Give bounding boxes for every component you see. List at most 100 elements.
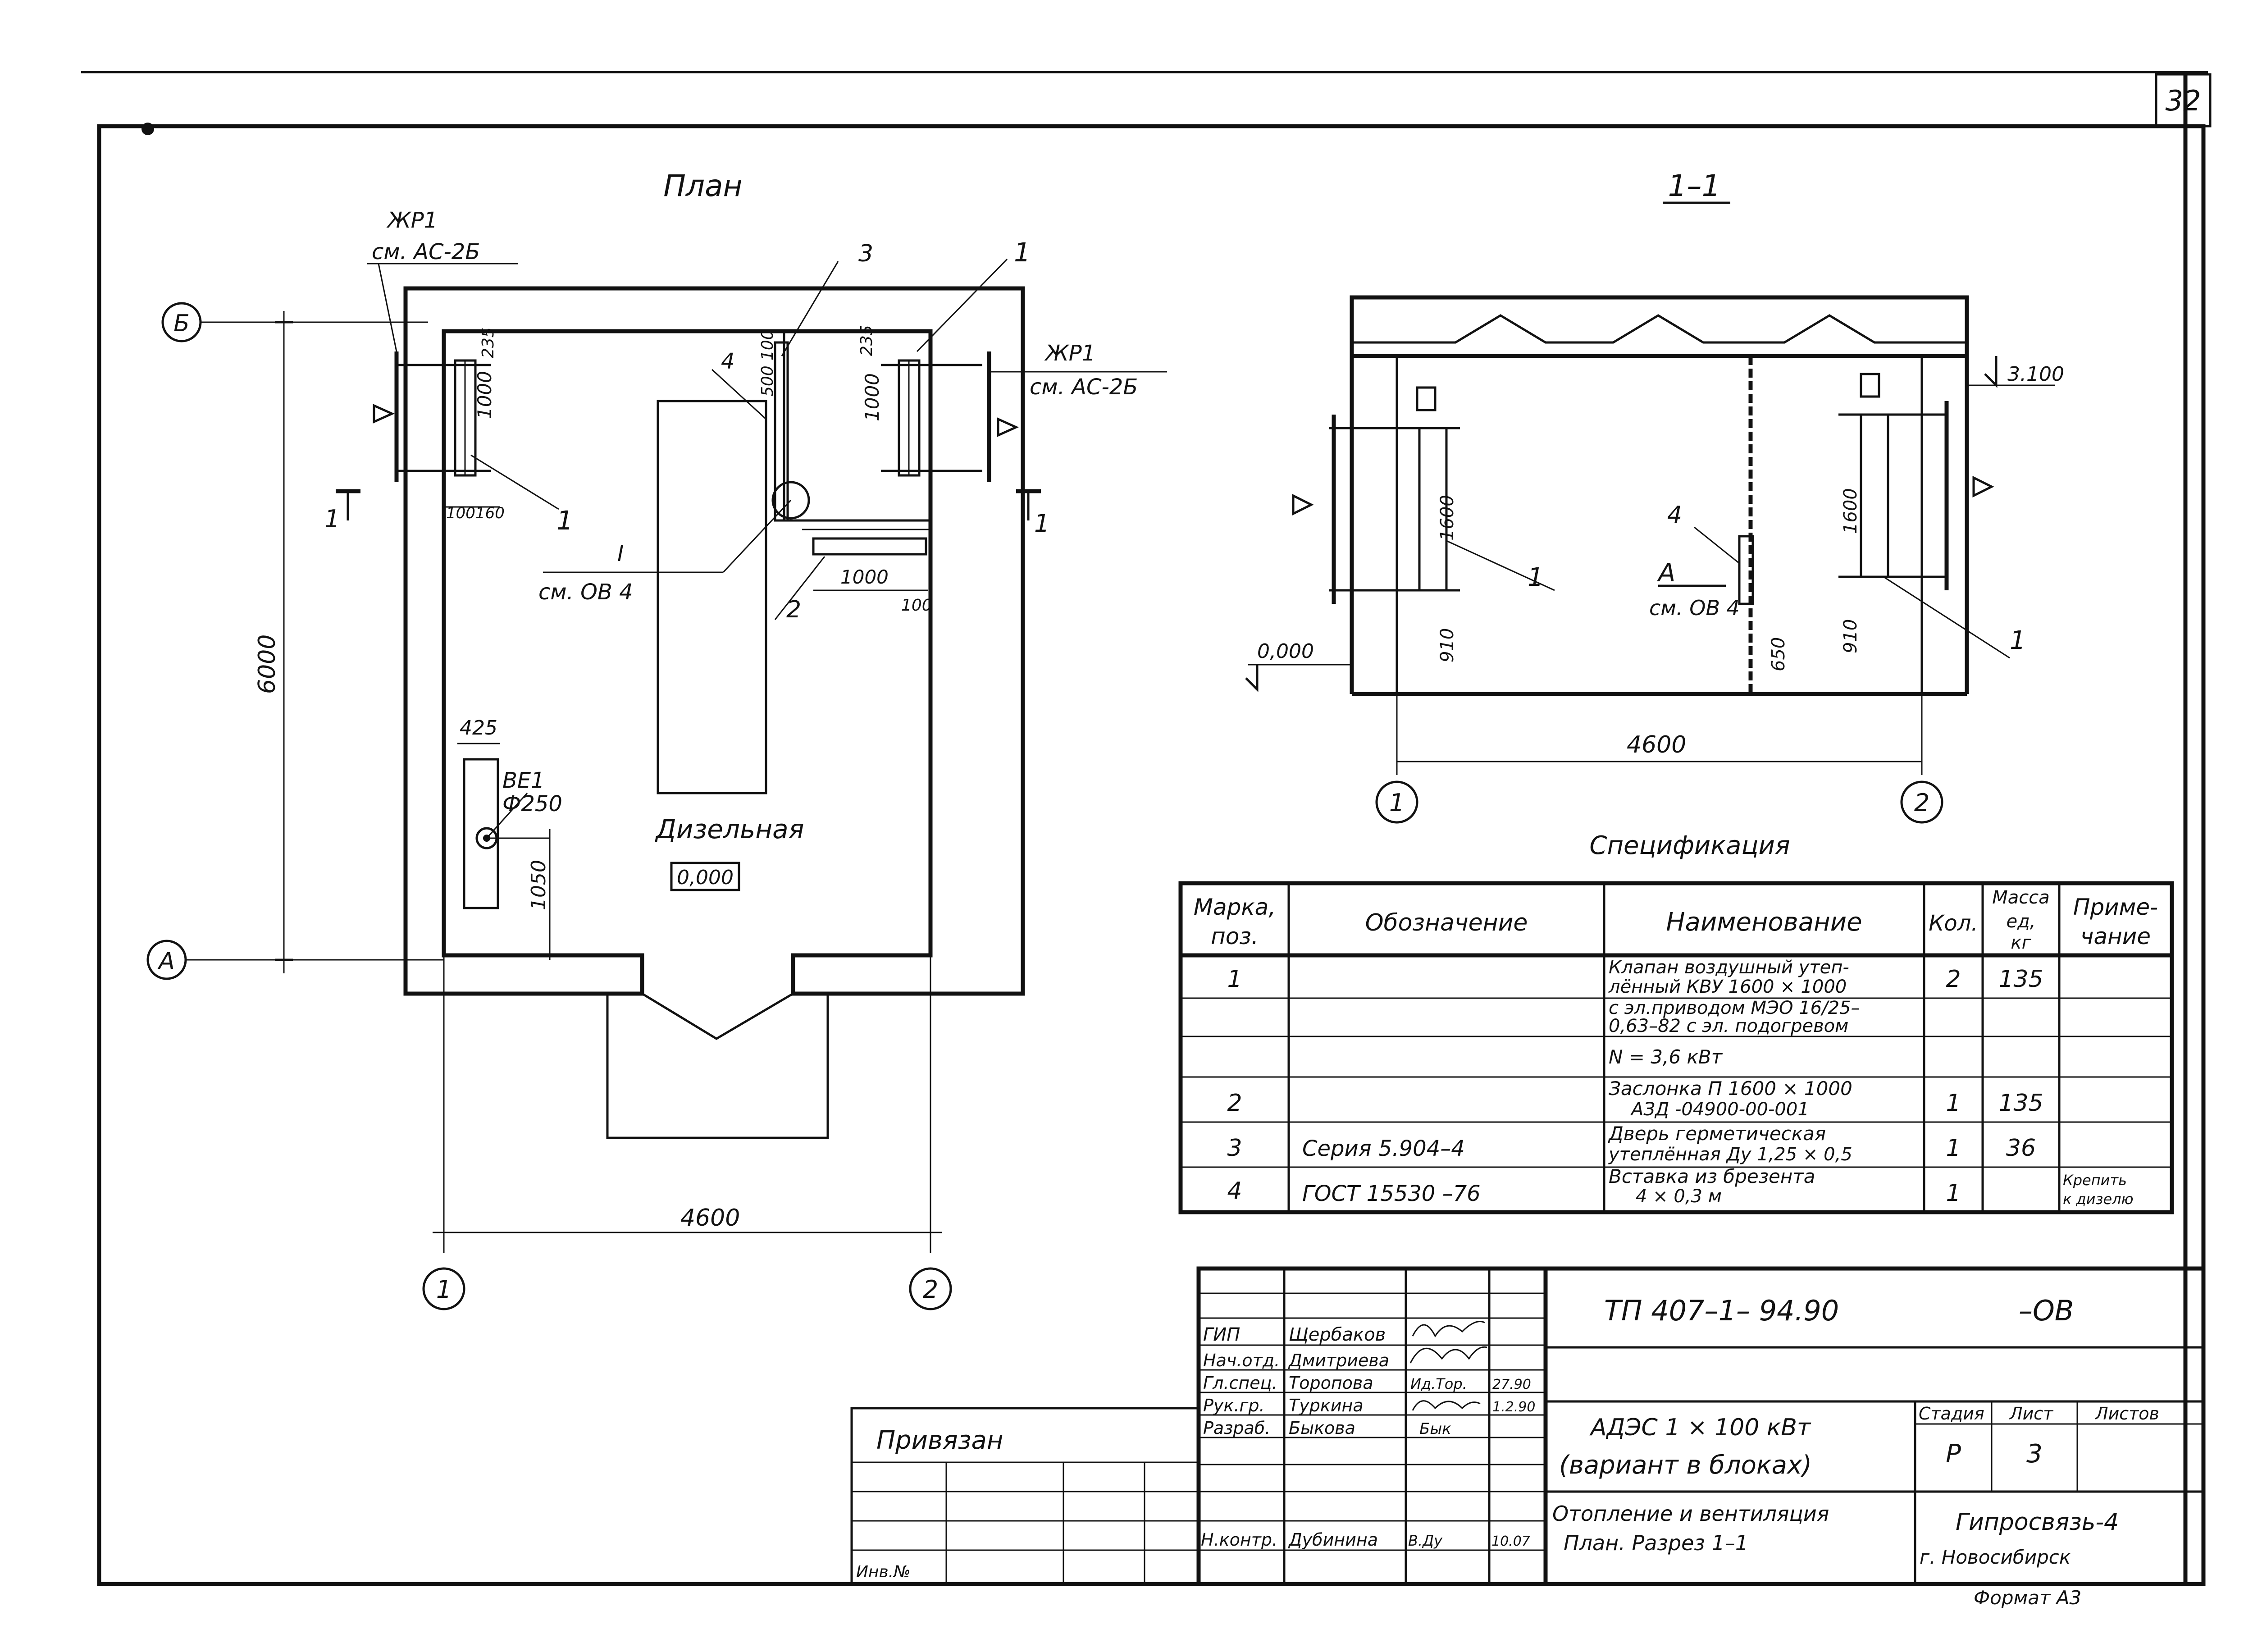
- staff-5-date: 10.07: [1491, 1533, 1530, 1549]
- staff-0-name: Щербаков: [1289, 1324, 1386, 1345]
- spec-title: Спецификация: [1589, 831, 1790, 860]
- section-left-arrow: [1292, 493, 1314, 516]
- dim-500: 500: [758, 365, 777, 397]
- signature-shcherbakov: [1412, 1321, 1485, 1338]
- spec-frame: [1178, 881, 2174, 1214]
- spec-h-mark-1: Марка,: [1194, 894, 1276, 920]
- dim-235-left: 235: [479, 327, 497, 358]
- entrance-vestibule: [606, 994, 829, 1139]
- spec-r4-qty: 1: [1946, 1135, 1961, 1162]
- signature-dmitrieva: [1409, 1346, 1487, 1364]
- callout-1a: 1: [556, 505, 573, 536]
- signature-turkina: [1412, 1400, 1481, 1411]
- roof-slab: [1350, 295, 1969, 358]
- node-ref-leader: [722, 499, 792, 573]
- wall-note-left-leader: [378, 263, 397, 352]
- org-line-2: г. Новосибирск: [1920, 1546, 2071, 1568]
- spec-r0-name-1: Клапан воздушный утеп-: [1609, 957, 1849, 978]
- sec-axis-1-label: 1: [1389, 789, 1405, 817]
- spec-h-mass-2: ед,: [2007, 911, 2036, 932]
- spec-h-note-1: Приме-: [2073, 894, 2158, 920]
- sheet-format: Формат А3: [1974, 1587, 2081, 1609]
- room-level-box: [670, 862, 740, 891]
- plan-view: План ВЕ1: [146, 169, 1167, 1310]
- spec-h-mass-1: Масса: [1992, 887, 2050, 908]
- sec-callout-4-leader: [1694, 526, 1740, 564]
- spec-r3-pos: 2: [1227, 1090, 1242, 1117]
- callout-1a-leader: [470, 454, 559, 510]
- sec-view-ref: см. ОВ 4: [1649, 596, 1740, 620]
- callout-3-leader: [781, 261, 839, 356]
- exhaust-shaft: [463, 758, 499, 909]
- staff-1-name: Дмитриева: [1288, 1351, 1389, 1370]
- sheet-number-box: [2155, 73, 2212, 128]
- spec-h-mass-3: кг: [2011, 932, 2031, 953]
- section-mark-right: 1: [1034, 509, 1049, 538]
- inv-label: Инв.№: [856, 1563, 911, 1581]
- damper-2: [812, 537, 927, 556]
- node-ref-text: см. ОВ 4: [538, 580, 633, 605]
- sec-dim-4600: 4600: [1627, 731, 1686, 758]
- staff-2-date: 27.90: [1492, 1377, 1531, 1392]
- node-I-circle: [771, 481, 810, 520]
- spec-r4-name-2: утеплённая Ду 1,25 × 0,5: [1608, 1144, 1852, 1165]
- spec-r3-mass: 135: [1998, 1090, 2043, 1117]
- section-mark-left: 1: [324, 505, 340, 533]
- stage-value: Р: [1946, 1439, 1961, 1469]
- sec-callout-4: 4: [1667, 502, 1682, 529]
- right-air-arrow: [997, 417, 1019, 437]
- org-line-1: Гипросвязь-4: [1956, 1509, 2119, 1536]
- sec-axis-1-bubble: [1375, 780, 1418, 824]
- section-right-actuator: [1860, 373, 1880, 398]
- spec-h-mark-2: поз.: [1211, 923, 1259, 949]
- axis-1-bubble: [422, 1267, 465, 1310]
- spec-r4-name-1: Дверь герметическая: [1608, 1123, 1826, 1145]
- axis-2-bubble: [909, 1267, 952, 1310]
- wall-note-right-ref: см. АС-2Б: [1030, 374, 1138, 400]
- attached-block-frame: [850, 1407, 1200, 1585]
- spec-r4-mass: 36: [2006, 1135, 2036, 1162]
- staff-2-role: Гл.спец.: [1203, 1373, 1277, 1393]
- spec-r0-name-2: лённый КВУ 1600 × 1000: [1608, 977, 1847, 997]
- vent-diameter: Ф250: [502, 791, 562, 817]
- spec-r0-qty: 2: [1946, 966, 1961, 993]
- wall-note-left-mark: ЖР1: [386, 208, 438, 233]
- section-right-valve: [1860, 413, 1889, 578]
- sheet-value: 3: [2026, 1439, 2043, 1469]
- sheets-label: Листов: [2094, 1404, 2159, 1424]
- specification-table: Спецификация Марка, поз. Обозначение Наи…: [1178, 831, 2174, 1214]
- title-main-frame: [1543, 1266, 2206, 1586]
- stage-label: Стадия: [1919, 1404, 1984, 1424]
- room-name: Дизельная: [654, 814, 804, 844]
- doc-suffix: –ОВ: [2019, 1294, 2074, 1327]
- vent-mark: ВЕ1: [502, 768, 545, 793]
- sec-view-mark: А: [1657, 558, 1675, 588]
- attached-label: Привязан: [876, 1426, 1003, 1455]
- frame-dot: [141, 123, 154, 135]
- spec-r0-mass: 135: [1998, 966, 2043, 993]
- sheet-title-line-2: План. Разрез 1–1: [1564, 1531, 1748, 1555]
- level-top-mark: [1984, 356, 1998, 388]
- sec-dim-910-right: 910: [1840, 619, 1861, 653]
- level-zero-mark: [1245, 665, 1259, 693]
- callout-4: 4: [721, 349, 735, 374]
- sec-dim-650: 650: [1768, 637, 1789, 671]
- dim-425: 425: [460, 716, 497, 739]
- staff-0-role: ГИП: [1203, 1324, 1240, 1345]
- staff-3-role: Рук.гр.: [1203, 1396, 1265, 1415]
- dim-6000: 6000: [254, 634, 281, 694]
- section-left-actuator: [1416, 386, 1437, 411]
- spec-r5-name-1: Вставка из брезента: [1609, 1165, 1815, 1187]
- dim-1000-bottom: 1000: [840, 566, 889, 588]
- callout-1b-leader: [916, 258, 1008, 352]
- spec-r5-name-2: 4 × 0,3 м: [1636, 1186, 1722, 1207]
- object-line-1: АДЭС 1 × 100 кВт: [1589, 1414, 1811, 1441]
- title-block: ГИП Щербаков Нач.отд. Дмитриева Гл.спец.…: [850, 1266, 2206, 1609]
- axis-1-label: 1: [436, 1275, 452, 1304]
- sec-callout-1b-leader: [1883, 576, 2010, 659]
- node-ref-mark: I: [617, 541, 624, 566]
- staff-3-date: 1.2.90: [1492, 1399, 1535, 1415]
- spec-r5-note-1: Крепить: [2063, 1172, 2127, 1189]
- diesel-generator-outline: [657, 400, 767, 794]
